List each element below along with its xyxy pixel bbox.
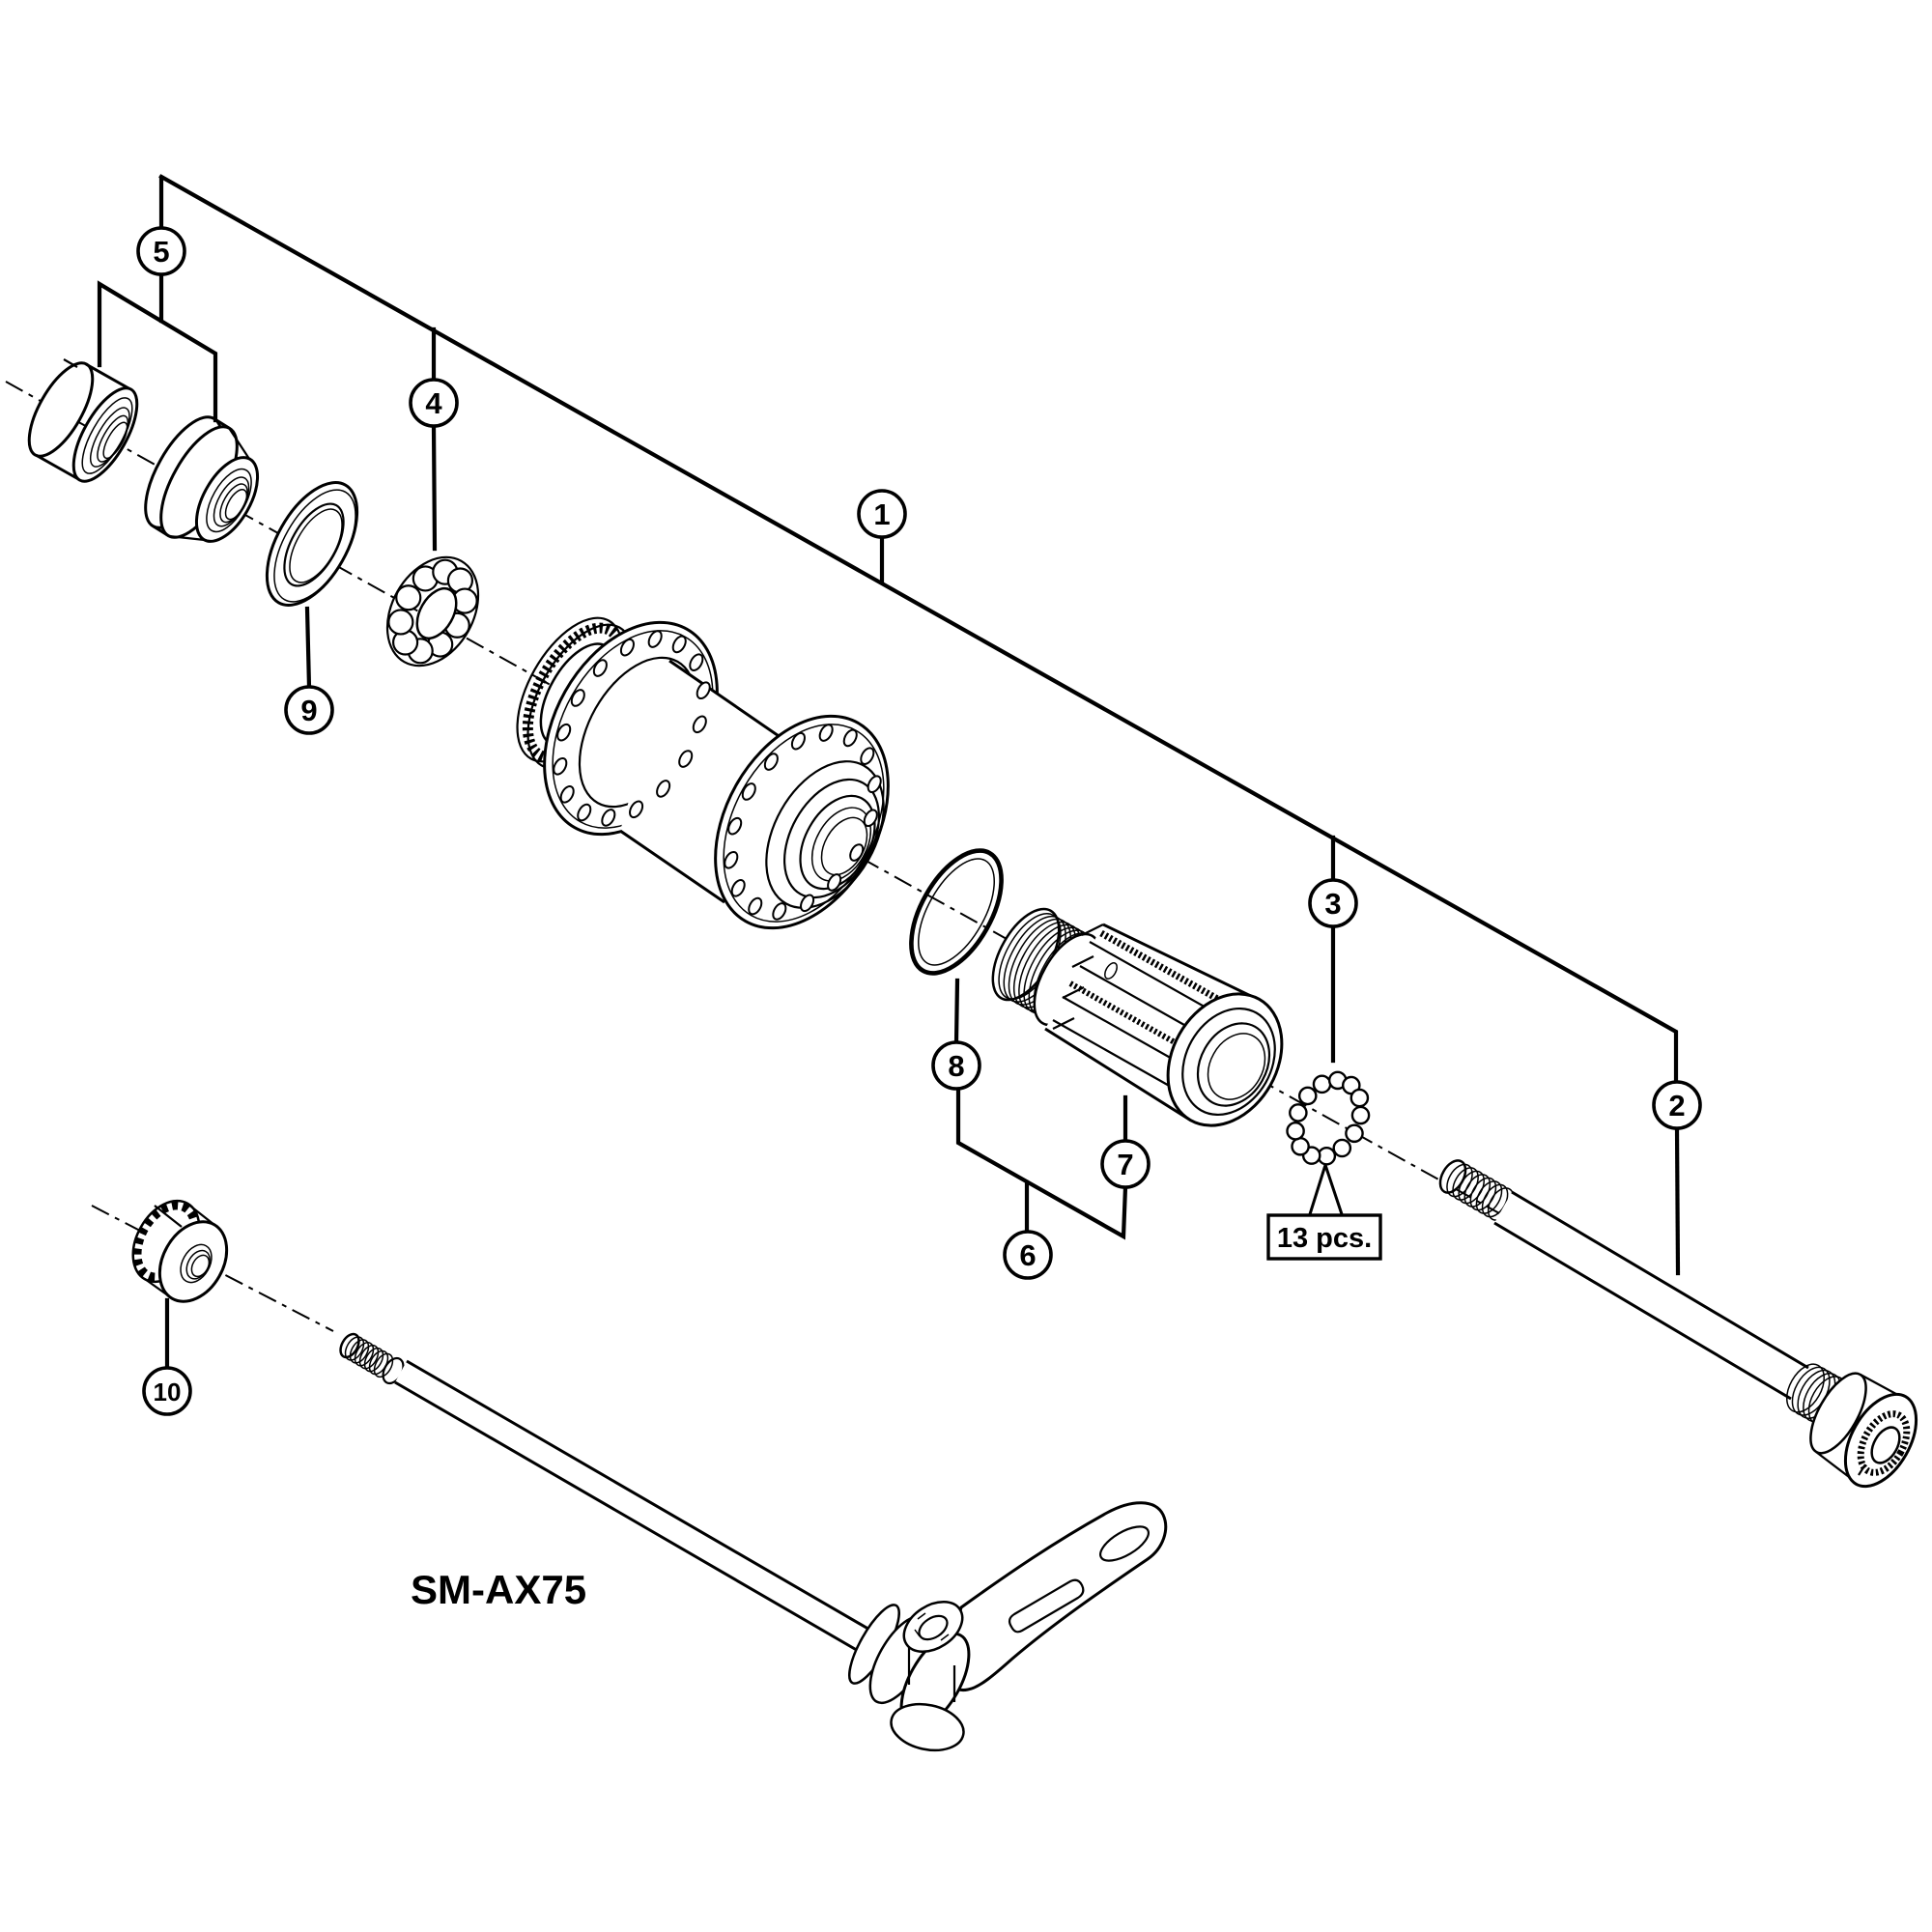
callout-2: 2 [1652,1080,1702,1130]
flanged-lock-nut [144,415,260,543]
bearing-retainer [385,555,480,668]
skewer-rod-and-lever [339,1332,1168,1752]
svg-text:1: 1 [873,497,890,531]
svg-text:4: 4 [425,386,442,420]
callout-1: 1 [857,489,907,539]
axle-end-cap [27,358,139,483]
callout-5: 5 [136,226,186,276]
hub-shell [516,616,890,930]
right-flange-spoke-holes [724,724,882,921]
retainer-balls [387,558,478,665]
callout-6: 6 [1003,1230,1053,1280]
quantity-label: 13 pcs. [1266,1213,1382,1261]
callout-4: 4 [409,378,459,428]
svg-text:3: 3 [1324,887,1341,921]
o-ring [909,848,1004,976]
skewer-adjust-nut [131,1199,229,1303]
skewer-thread [344,1336,394,1378]
svg-text:10: 10 [154,1378,182,1406]
axle-cap-serrations [1857,1410,1911,1476]
freehub-body [991,907,1284,1127]
lever-slot-cutout [1008,1578,1085,1634]
svg-text:8: 8 [948,1049,964,1083]
quick-release-lever [948,1501,1168,1692]
svg-text:6: 6 [1019,1238,1036,1272]
nut10-thread-bore [180,1243,213,1284]
svg-text:5: 5 [153,235,169,269]
svg-text:9: 9 [300,694,317,727]
callout-8: 8 [931,1040,981,1091]
steel-balls-ring [1286,1070,1371,1166]
leader-lines [97,174,1681,1371]
seal-washer [265,481,359,607]
svg-text:2: 2 [1668,1089,1685,1122]
nut-thread-bore [206,468,252,533]
thru-axle [1438,1159,1918,1489]
model-label: SM-AX75 [411,1567,586,1612]
callout-7: 7 [1100,1139,1151,1189]
axle-thread-left [1446,1163,1515,1221]
cap-thread-bore [81,397,133,474]
left-flange-spoke-holes [553,630,711,827]
svg-text:7: 7 [1117,1148,1133,1181]
callout-9: 9 [284,685,334,735]
lever-tip-cutout [1099,1525,1150,1562]
callout-3: 3 [1308,878,1358,928]
quantity-text: 13 pcs. [1277,1223,1372,1254]
skewer-axis-line [91,1205,334,1332]
callout-10: 10 [142,1366,192,1416]
